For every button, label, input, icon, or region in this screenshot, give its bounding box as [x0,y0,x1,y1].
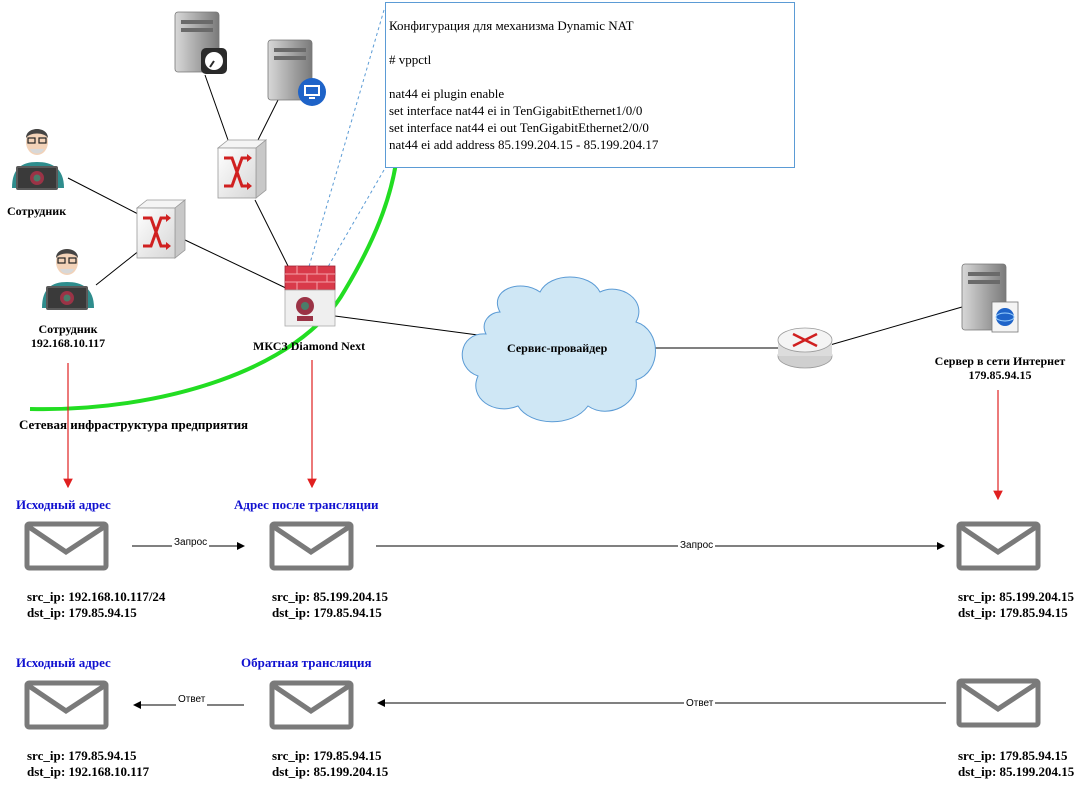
firewall-label: МКСЗ Diamond Next [253,339,366,353]
server-name: Сервер в сети Интернет [934,354,1066,368]
row1-source-heading: Исходный адрес [16,497,111,512]
src-ip: src_ip: 179.85.94.15 [958,748,1068,763]
red-arrows [63,360,1003,501]
firewall-icon [284,265,336,327]
row1-msg2: src_ip: 85.199.204.15 dst_ip: 179.85.94.… [272,589,388,621]
row2-source-heading: Исходный адрес [16,655,111,670]
server-ip: 179.85.94.15 [968,368,1032,382]
switch-icon [135,199,187,259]
employee2-name: Сотрудник [38,322,98,336]
config-line: nat44 ei plugin enable [389,86,505,101]
src-ip: src_ip: 179.85.94.15 [272,748,382,763]
config-prompt: # vppctl [389,52,432,67]
config-line: set interface nat44 ei out TenGigabitEth… [389,120,649,135]
switch-icon [216,139,268,199]
envelope-icon [24,521,1041,730]
flow-arrows [132,542,946,709]
dst-ip: dst_ip: 85.199.204.15 [272,764,389,779]
router-icon [777,327,833,369]
config-line: set interface nat44 ei in TenGigabitEthe… [389,103,643,118]
row2-reply-label-2: Ответ [684,698,716,710]
row2-msg3: src_ip: 179.85.94.15 dst_ip: 85.199.204.… [958,748,1074,780]
employee1-label: Сотрудник [7,204,67,218]
cloud-label: Сервис-провайдер [507,341,608,355]
user-icon [42,249,94,310]
row1-msg3: src_ip: 85.199.204.15 dst_ip: 179.85.94.… [958,589,1074,621]
employee2-label: Сотрудник 192.168.10.117 [30,322,106,350]
cloud-icon [461,276,656,423]
dst-ip: dst_ip: 179.85.94.15 [958,605,1068,620]
src-ip: src_ip: 179.85.94.15 [27,748,137,763]
server-label: Сервер в сети Интернет 179.85.94.15 [930,354,1070,382]
config-line: nat44 ei add address 85.199.204.15 - 85.… [389,137,659,152]
row2-reply-label-1: Ответ [176,694,208,706]
config-callout: Конфигурация для механизма Dynamic NAT #… [385,2,795,168]
row2-reverse-heading: Обратная трансляция [241,655,372,670]
employee2-ip: 192.168.10.117 [30,336,106,350]
connections [67,74,963,349]
config-title: Конфигурация для механизма Dynamic NAT [389,18,634,33]
server-icon [174,11,227,74]
dst-ip: dst_ip: 179.85.94.15 [272,605,382,620]
server-icon [961,263,1019,333]
row1-msg1: src_ip: 192.168.10.117/24 dst_ip: 179.85… [27,589,165,621]
dst-ip: dst_ip: 85.199.204.15 [958,764,1075,779]
src-ip: src_ip: 85.199.204.15 [958,589,1075,604]
user-icon [12,129,64,190]
dst-ip: dst_ip: 192.168.10.117 [27,764,150,779]
row1-request-label-1: Запрос [172,537,210,549]
src-ip: src_ip: 192.168.10.117/24 [27,589,166,604]
row1-translated-heading: Адрес после трансляции [234,497,379,512]
row2-msg2: src_ip: 179.85.94.15 dst_ip: 85.199.204.… [272,748,388,780]
row2-msg1: src_ip: 179.85.94.15 dst_ip: 192.168.10.… [27,748,149,780]
infra-label: Сетевая инфраструктура предприятия [19,417,249,432]
server-icon [267,39,326,106]
row1-request-label-2: Запрос [678,540,716,552]
dst-ip: dst_ip: 179.85.94.15 [27,605,137,620]
src-ip: src_ip: 85.199.204.15 [272,589,389,604]
